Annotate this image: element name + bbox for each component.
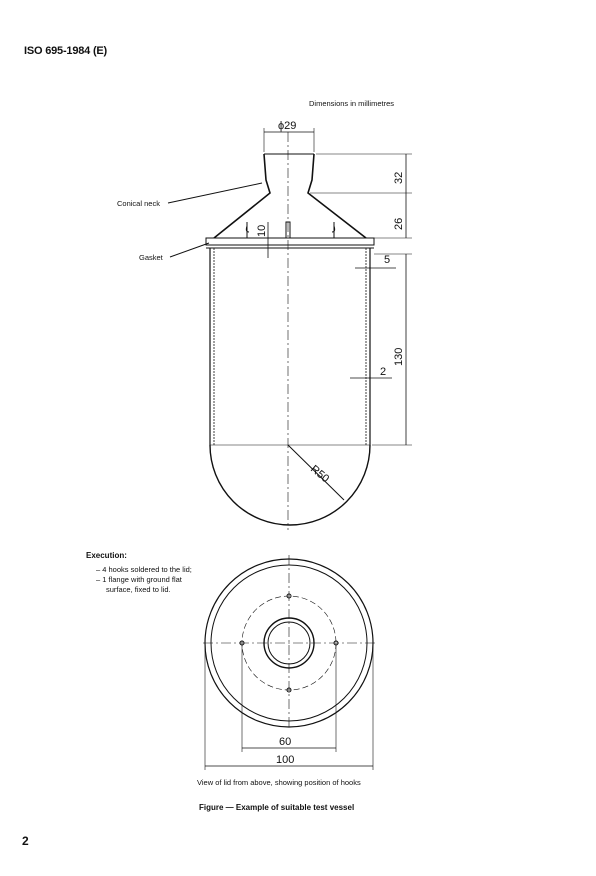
hook-position-top [286,593,292,599]
body-height-dim: 130 [393,348,405,366]
neck-height-dim: 32 [393,172,405,184]
conical-neck-label: Conical neck [117,199,160,208]
execution-item: – 4 hooks soldered to the lid; [96,565,192,574]
execution-title: Execution: [86,551,127,560]
neck-left-wall [213,153,271,239]
gasket-leader [169,242,210,258]
gasket-label: Gasket [139,253,163,262]
hook-position-bottom [286,687,292,693]
execution-item: – 1 flange with ground flat [96,575,182,584]
figure-caption: Figure — Example of suitable test vessel [199,803,355,812]
lid-flange [205,237,375,246]
hook-spacing-dim: 60 [279,736,291,748]
conical-neck-leader [167,182,263,204]
radius-line [287,444,345,501]
execution-item: surface, fixed to lid. [106,585,171,594]
units-note: Dimensions in millimetres [309,99,395,108]
flange-width-dim: 5 [384,254,390,266]
page-number: 2 [22,834,29,848]
lid-diameter-dim: 100 [276,754,294,766]
wall-thickness-dim: 2 [380,366,386,378]
hook-height-dim: 10 [256,225,268,237]
hook-right [331,222,336,238]
bottom-radius-dim: R50 [308,463,331,485]
bottom-hemisphere [209,444,371,526]
hook-left [245,222,250,238]
neck-right-wall [307,153,367,239]
standard-header: ISO 695-1984 (E) [24,45,108,57]
cone-height-dim: 26 [393,218,405,230]
view-caption: View of lid from above, showing position… [197,778,361,787]
neck-diameter-dim: ϕ29 [278,120,296,132]
